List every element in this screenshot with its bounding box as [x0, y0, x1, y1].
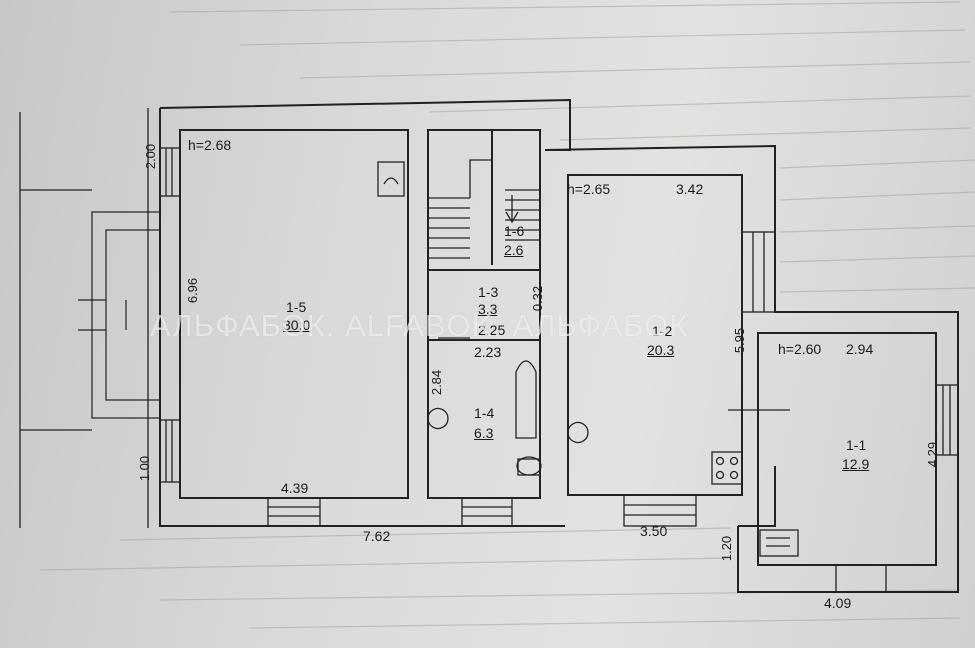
room-area-1-6: 2.6 [504, 242, 524, 258]
room-1-3-walls [427, 129, 541, 499]
dim-7-62: 7.62 [363, 528, 391, 544]
stove [377, 161, 405, 197]
dim-2-94: 2.94 [846, 341, 874, 357]
dim-1-20: 1.20 [719, 535, 735, 562]
outer-wall-step [738, 466, 776, 527]
room-id-1-6: 1-6 [504, 223, 525, 239]
dim-5-95: 5.95 [732, 327, 748, 354]
dim-4-39: 4.39 [281, 480, 309, 496]
room-id-1-1: 1-1 [846, 437, 867, 453]
dim-2-84: 2.84 [429, 369, 445, 396]
room-area-1-1: 12.9 [842, 456, 870, 472]
room-id-1-3: 1-3 [478, 284, 499, 300]
windows [159, 147, 959, 592]
dim-2-25: 2.25 [478, 322, 506, 338]
dim-2-00: 2.00 [143, 143, 159, 170]
dim-4-09: 4.09 [824, 595, 852, 611]
outer-wall-right [544, 144, 959, 593]
porch-sketch [20, 189, 161, 431]
fixtures [377, 161, 799, 557]
room-id-1-2: 1-2 [652, 323, 673, 339]
room-id-1-5: 1-5 [286, 299, 307, 315]
height-label-1-2: h=2.65 [567, 181, 611, 197]
toilet [516, 456, 542, 476]
dim-1-00: 1.00 [137, 455, 153, 482]
staircase [428, 159, 540, 259]
room-id-1-4: 1-4 [474, 405, 495, 421]
dim-3-50: 3.50 [640, 523, 668, 539]
height-label-1-5: h=2.68 [188, 137, 232, 153]
watermark: АЛЬФАБОК. ALFABOK. АЛЬФАБОК [150, 308, 689, 343]
kitchen-stove [711, 451, 743, 485]
room-area-1-2: 20.3 [647, 342, 675, 358]
room-area-1-5: 30.0 [283, 317, 311, 333]
room-area-1-4: 6.3 [474, 425, 494, 441]
dim-4-29: 4.29 [925, 441, 941, 468]
dim-3-42: 3.42 [676, 181, 704, 197]
dim-6-96: 6.96 [185, 277, 201, 304]
boiler [759, 529, 799, 557]
bathtub [515, 360, 537, 439]
dim-2-23: 2.23 [474, 344, 502, 360]
height-label-1-1: h=2.60 [778, 341, 822, 357]
room-area-1-3: 3.3 [478, 301, 498, 317]
